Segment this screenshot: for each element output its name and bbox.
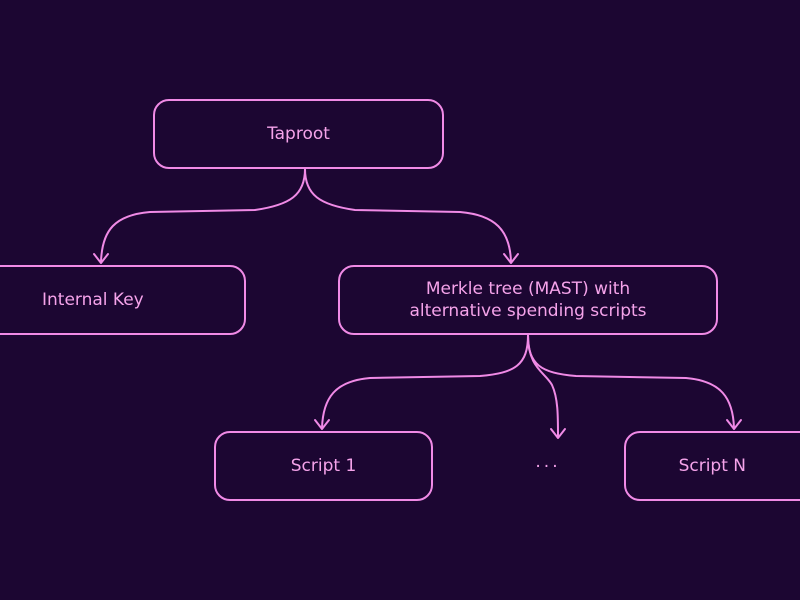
merkle-label-line-1: Merkle tree (MAST) with bbox=[425, 279, 631, 299]
script-n-node: Script N bbox=[624, 431, 800, 501]
script-1-label: Script 1 bbox=[290, 456, 357, 476]
connector-merkle-script-n bbox=[527, 334, 735, 429]
taproot-node: Taproot bbox=[153, 99, 444, 169]
taproot-label: Taproot bbox=[267, 124, 330, 144]
connector-merkle-ellipsis bbox=[527, 334, 559, 438]
arrowhead-script-n bbox=[726, 419, 742, 430]
arrowhead-merkle bbox=[503, 253, 519, 264]
connector-taproot-merkle bbox=[304, 168, 512, 263]
merkle-label-line-2: alternative spending scripts bbox=[409, 301, 647, 321]
arrowhead-internal-key bbox=[93, 253, 109, 264]
script-n-label: Script N bbox=[678, 456, 746, 476]
more-scripts-ellipsis: ... bbox=[535, 452, 561, 472]
arrowhead-ellipsis bbox=[550, 428, 566, 439]
connector-merkle-script-1 bbox=[321, 334, 529, 429]
internal-key-label: Internal Key bbox=[42, 290, 144, 310]
script-1-node: Script 1 bbox=[214, 431, 433, 501]
merkle-tree-node: Merkle tree (MAST) with alternative spen… bbox=[338, 265, 718, 335]
internal-key-node: Internal Key bbox=[0, 265, 246, 335]
connector-taproot-internal-key bbox=[100, 168, 306, 263]
arrowhead-script-1 bbox=[314, 419, 330, 430]
